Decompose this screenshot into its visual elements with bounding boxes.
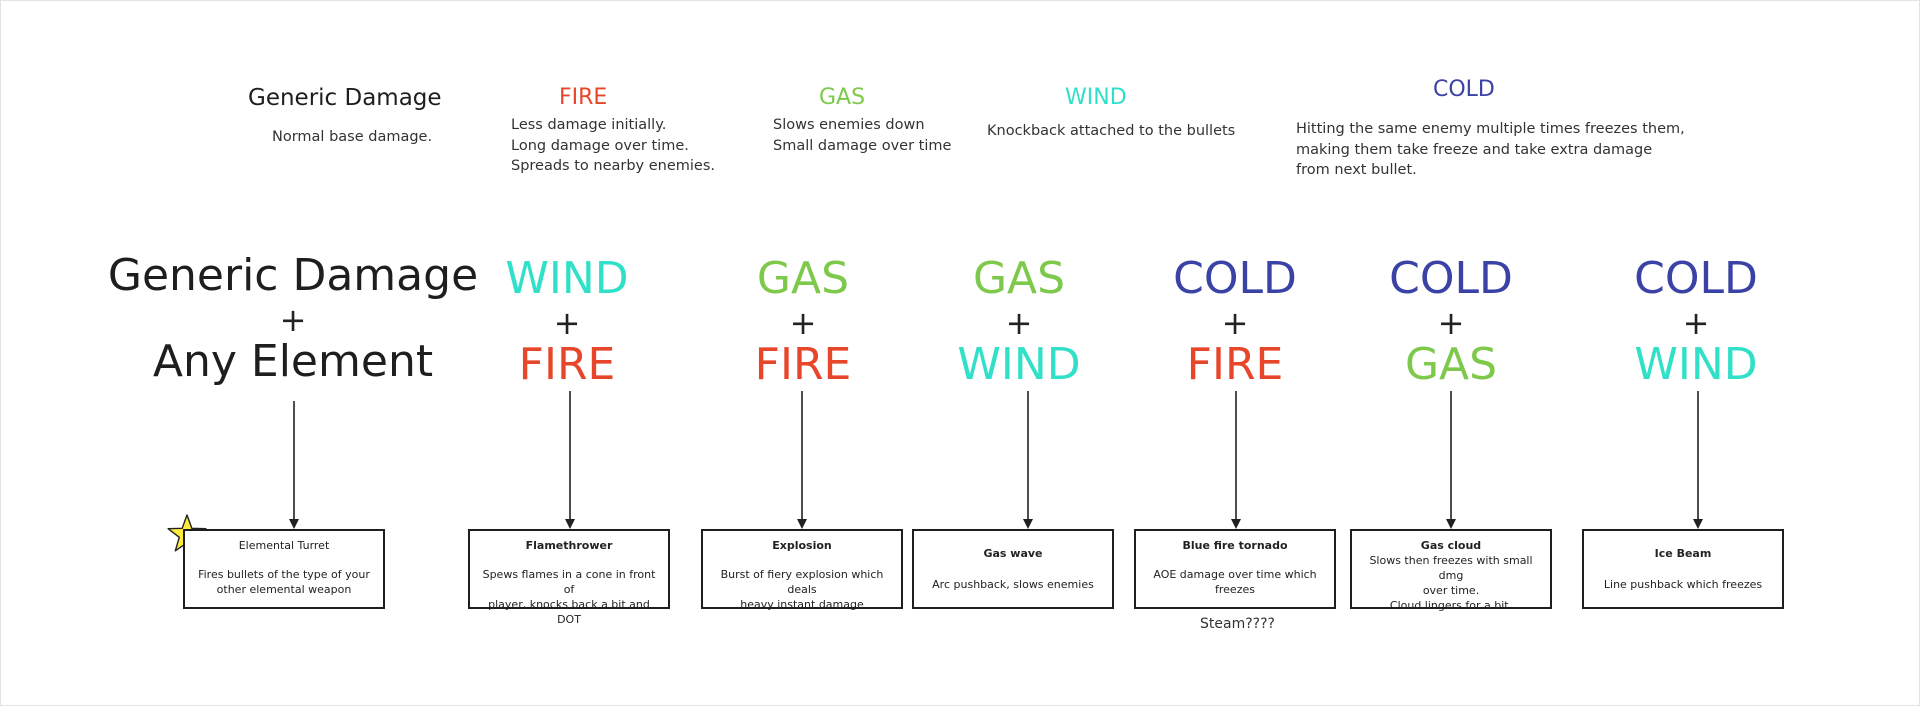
result-body: Spews flames in a cone in front of playe… — [470, 567, 668, 627]
header-generic-desc: Normal base damage. — [272, 129, 433, 145]
combo-top-label: COLD — [1389, 253, 1513, 304]
result-body-line: Spews flames in a cone in front of — [482, 568, 656, 596]
result-box-gas-wave: Gas wave Arc pushback, slows enemies — [912, 529, 1114, 609]
header-gas-desc-line: Small damage over time — [773, 137, 952, 154]
result-box-flamethrower: Flamethrower Spews flames in a cone in f… — [468, 529, 670, 626]
header-fire-title: FIRE — [559, 85, 608, 110]
combo-bottom-label: FIRE — [1186, 339, 1284, 390]
combo-plus: + — [553, 304, 581, 342]
combo-bottom-label: FIRE — [754, 339, 852, 390]
combo-plus: + — [1005, 304, 1033, 342]
header-cold-desc-line: from next bullet. — [1296, 162, 1417, 178]
combo-plus: + — [1682, 304, 1710, 342]
combo-top-label: COLD — [1634, 253, 1758, 304]
result-title: Explosion — [772, 539, 832, 552]
result-body-line: Slows then freezes with small dmg — [1369, 554, 1533, 582]
steam-note: Steam???? — [1200, 616, 1275, 632]
result-body-line: heavy instant damage — [740, 598, 864, 611]
combo-top-label: Generic Damage — [107, 250, 479, 301]
header-gas-desc-line: Slows enemies down — [773, 117, 925, 133]
result-box-gas-cloud: Gas cloud Slows then freezes with small … — [1350, 529, 1552, 612]
combo-top-label: GAS — [972, 253, 1066, 304]
combo-bottom-label: Any Element — [152, 336, 434, 387]
header-cold-desc-line: Hitting the same enemy multiple times fr… — [1296, 121, 1685, 137]
header-fire-desc-line: Less damage initially. — [511, 117, 667, 133]
result-body: Arc pushback, slows enemies — [914, 577, 1112, 592]
result-title: Blue fire tornado — [1182, 539, 1288, 552]
combo-bottom-label: WIND — [1634, 339, 1758, 390]
combo-cold-wind: COLD + WIND — [1634, 257, 1758, 387]
result-body-line: Line pushback which freezes — [1603, 578, 1763, 591]
result-box-explosion: Explosion Burst of fiery explosion which… — [701, 529, 903, 612]
combo-top-label: COLD — [1173, 253, 1297, 304]
result-body-line: other elemental weapon — [216, 583, 352, 596]
header-gas-desc: Slows enemies down Small damage over tim… — [773, 115, 951, 156]
header-cold-desc-line: making them take freeze and take extra d… — [1296, 141, 1653, 158]
result-title: Elemental Turret — [238, 539, 330, 552]
combo-plus: + — [1221, 304, 1249, 342]
combo-cold-fire: COLD + FIRE — [1173, 257, 1297, 387]
combo-generic-any: Generic Damage + Any Element — [108, 254, 478, 384]
result-body-line: Burst of fiery explosion which deals — [720, 568, 884, 596]
result-title: Gas wave — [983, 547, 1043, 560]
result-title: Flamethrower — [525, 539, 613, 552]
combo-gas-fire: GAS + FIRE — [755, 257, 852, 387]
header-wind-title: WIND — [1065, 85, 1127, 110]
result-body: Burst of fiery explosion which deals hea… — [703, 567, 901, 612]
header-fire-desc-line: Long damage over time. — [511, 137, 689, 154]
header-fire-desc: Less damage initially. Long damage over … — [511, 115, 715, 177]
result-body-line: over time. — [1422, 584, 1480, 597]
combo-bottom-label: FIRE — [518, 339, 616, 390]
combo-wind-fire: WIND + FIRE — [505, 257, 628, 387]
combo-gas-wind: GAS + WIND — [957, 257, 1080, 387]
result-body: Slows then freezes with small dmg over t… — [1352, 553, 1550, 613]
result-body: Fires bullets of the type of your other … — [185, 567, 383, 597]
header-cold-title: COLD — [1433, 77, 1495, 102]
result-body-line: Cloud lingers for a bit. — [1389, 599, 1513, 612]
combo-plus: + — [1437, 304, 1465, 342]
result-body: Line pushback which freezes — [1584, 577, 1782, 592]
combo-bottom-label: WIND — [957, 339, 1081, 390]
result-box-blue-fire-tornado: Blue fire tornado AOE damage over time w… — [1134, 529, 1336, 609]
result-body-line: AOE damage over time which — [1153, 568, 1317, 581]
combo-top-label: GAS — [756, 253, 850, 304]
result-box-ice-beam: Ice Beam Line pushback which freezes — [1582, 529, 1784, 609]
header-wind-desc: Knockback attached to the bullets — [987, 123, 1236, 139]
result-body-line: freezes — [1215, 583, 1255, 596]
result-body-line: Fires bullets of the type of your — [198, 568, 370, 581]
header-generic-title: Generic Damage — [248, 85, 442, 111]
result-title: Ice Beam — [1654, 547, 1712, 560]
result-body-line: player, knocks back a bit and DOT — [488, 598, 650, 626]
header-fire-desc-line: Spreads to nearby enemies. — [511, 158, 716, 174]
result-box-elemental-turret: Elemental Turret Fires bullets of the ty… — [183, 529, 385, 609]
combo-plus: + — [789, 304, 817, 342]
header-gas-title: GAS — [819, 85, 866, 110]
header-cold-desc: Hitting the same enemy multiple times fr… — [1296, 119, 1685, 181]
combo-bottom-label: GAS — [1404, 339, 1498, 390]
result-body: AOE damage over time which freezes — [1136, 567, 1334, 597]
combo-plus: + — [279, 301, 307, 339]
combo-cold-gas: COLD + GAS — [1389, 257, 1513, 387]
result-title: Gas cloud — [1420, 539, 1482, 552]
combo-top-label: WIND — [505, 253, 629, 304]
result-body-line: Arc pushback, slows enemies — [932, 578, 1094, 591]
